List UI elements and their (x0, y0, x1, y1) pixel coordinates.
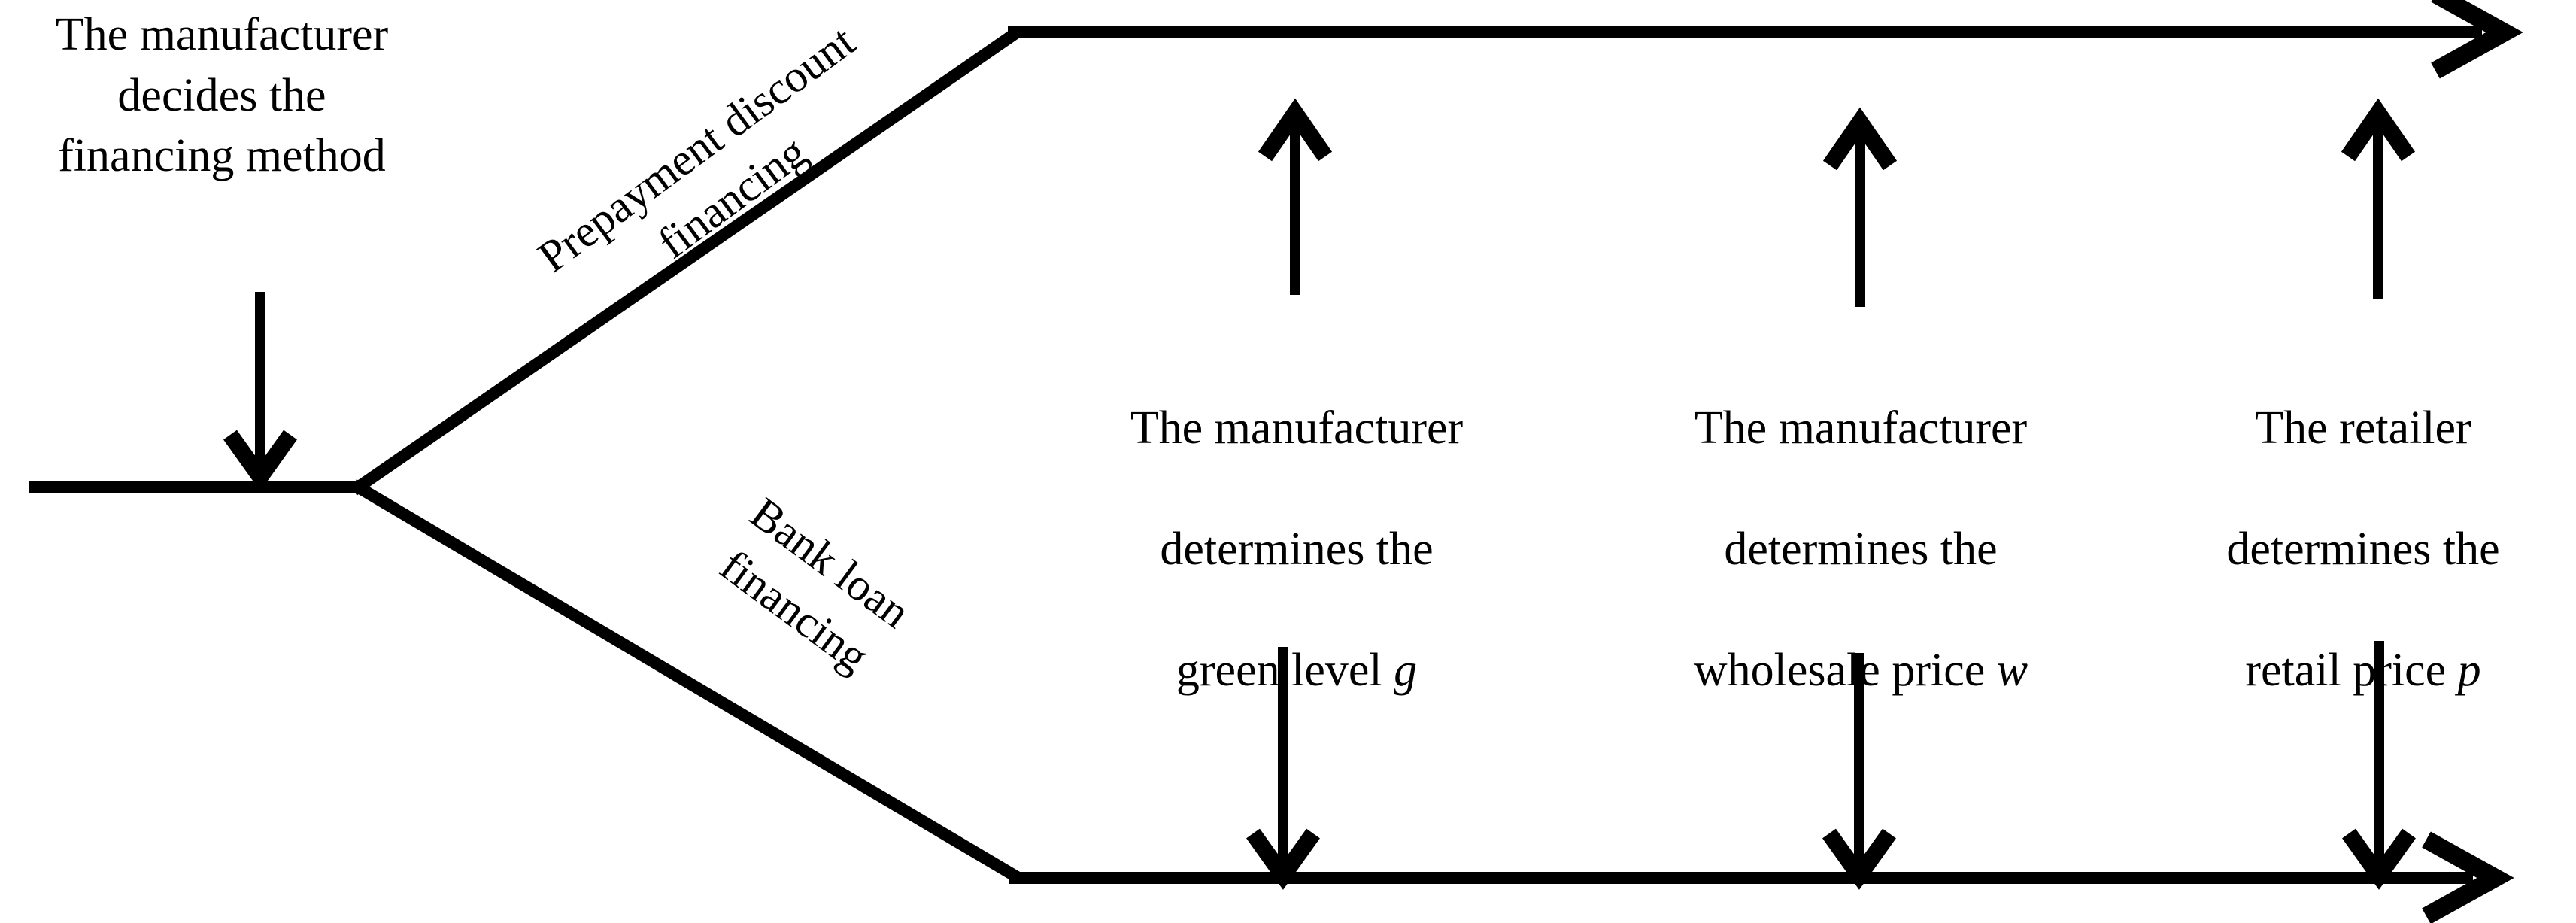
timeline-arrowheads (2422, 0, 2523, 923)
down-arrow-green-level (1246, 647, 1320, 890)
stage-caption-line-3: wholesale price (1693, 644, 1997, 696)
down-arrow-wholesale-price (1822, 653, 1896, 890)
root-arrow-head (223, 430, 297, 491)
up-arrow-head (1258, 98, 1333, 162)
upper-branch-line (350, 27, 1021, 496)
down-arrow-head (2342, 828, 2416, 890)
upper-timeline-arrowhead (2431, 0, 2523, 79)
lower-timeline-arrowhead (2422, 831, 2514, 923)
stage-caption-line-3: retail price (2245, 644, 2458, 696)
down-arrow-head (1246, 828, 1320, 890)
stage-caption-line-2: determines the (2226, 523, 2500, 575)
up-arrow-head (2341, 98, 2416, 162)
down-arrows (1246, 641, 2416, 890)
stage-symbol-g: g (1394, 644, 1418, 696)
stage-symbol-p: p (2457, 644, 2481, 696)
down-arrow-retail-price (2342, 641, 2416, 890)
up-arrow-green-level (1258, 98, 1333, 295)
up-arrows (1258, 98, 2416, 307)
stage-caption-wholesale-price: The manufacturer determines the wholesal… (1635, 337, 2086, 701)
stage-caption-line-2: determines the (1724, 523, 1998, 575)
stage-caption-line-1: The manufacturer (1130, 402, 1464, 454)
down-arrow-head (1822, 828, 1896, 890)
up-arrow-head (1822, 107, 1898, 171)
up-arrow-wholesale-price (1822, 107, 1898, 307)
stage-symbol-w: w (1996, 644, 2028, 696)
root-decision-caption: The manufacturer decides the financing m… (55, 9, 389, 182)
timelines (1008, 26, 2482, 884)
lower-branch-line (350, 479, 1022, 883)
trunk-and-fork (29, 27, 1022, 883)
stage-caption-retail-price: The retailer determines the retail price… (2153, 337, 2574, 701)
stage-caption-green-level: The manufacturer determines the green le… (1071, 337, 1522, 701)
root-decision-arrow (223, 292, 297, 491)
stage-caption-line-1: The retailer (2255, 402, 2471, 454)
stage-caption-line-2: determines the (1160, 523, 1434, 575)
stage-caption-line-3: green level (1176, 644, 1394, 696)
up-arrow-retail-price (2341, 98, 2416, 299)
stage-caption-line-1: The manufacturer (1694, 402, 2028, 454)
